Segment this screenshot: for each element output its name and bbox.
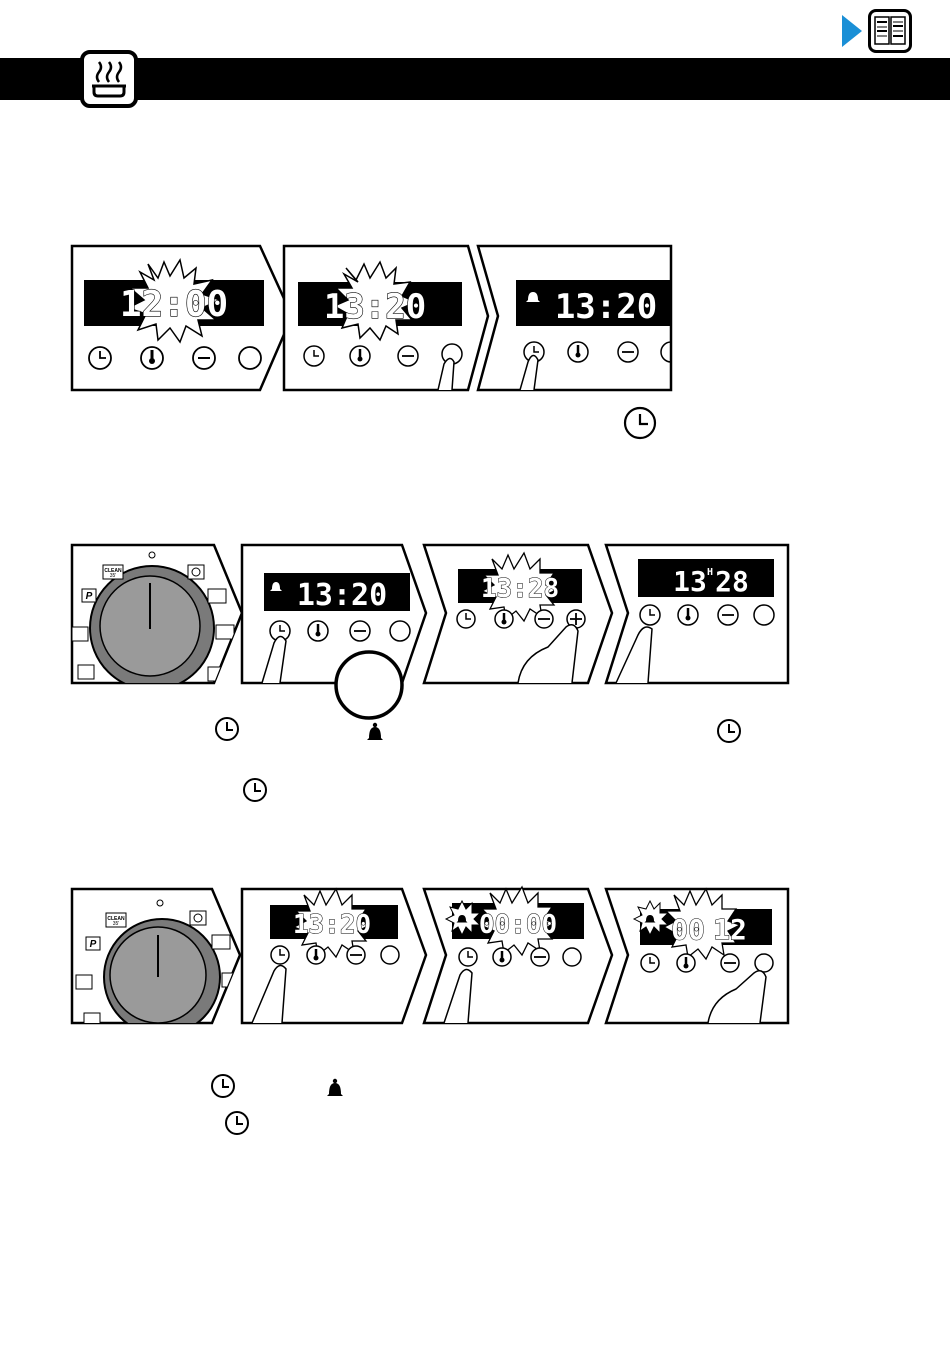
row3-panel-3: 00:00 [422,887,614,1025]
clock-icon [622,405,658,446]
plus-button[interactable] [239,347,261,369]
clock-icon [224,1110,250,1141]
row2-panel-4: 13 H 28 [604,543,790,685]
row3-dial-panel: CLEAN 35' P [70,887,250,1025]
bell-icon [366,722,384,747]
row2-panel-3: 13:28 [422,543,614,685]
row1-panel-3: 13:20 [476,244,676,392]
clean-time-label: 35' [113,921,120,927]
plus-button[interactable] [754,605,774,625]
clock-icon [214,716,240,747]
fan-icon [188,565,204,579]
top-bottom-heat-icon [212,935,230,949]
program-label: P [90,939,97,950]
oven-steam-icon [80,50,138,108]
row1-panel-1: 12:00 [70,244,295,392]
plus-button[interactable] [381,946,399,964]
lcd-seconds: 12 [713,913,747,946]
plus-button[interactable] [755,954,773,972]
lcd-hours: 13 [673,565,707,598]
bottom-heat-icon [216,625,234,639]
plus-button[interactable] [390,621,410,641]
manual-book-icon[interactable] [868,9,912,53]
lcd-display: 13:20 [324,287,426,327]
fan-grill-icon [72,627,88,641]
section-header-bar [0,58,950,100]
clean-time-label: 35' [110,573,117,579]
row2-dial-panel: CLEAN 35' P [70,543,250,685]
plus-button[interactable] [563,948,581,966]
defrost-icon [84,1013,100,1027]
bell-icon [326,1078,344,1103]
lcd-display: 13:20 [555,287,657,327]
row1-panel-2: 13:20 [282,244,492,392]
lcd-h-label: H [707,567,713,578]
top-bottom-heat-icon [208,589,226,603]
clock-icon [716,718,742,749]
program-label: P [86,591,93,602]
clock-icon [242,777,268,808]
lcd-display: 13:20 [297,578,387,613]
next-page-arrow-icon[interactable] [842,15,862,47]
lcd-minutes: 00 [671,913,705,946]
lcd-minutes: 28 [715,565,749,598]
fan-grill-icon [76,975,92,989]
magnifier-circle [332,648,406,727]
lcd-display: 12:00 [120,284,228,325]
lcd-display: 13:28 [481,574,559,604]
row3-panel-4: 00 : 12 [604,887,790,1025]
lcd-display: 13:20 [293,910,371,940]
fan-icon [190,911,206,925]
lcd-display: 00:00 [479,910,557,940]
eco-icon [208,667,226,681]
row3-panel-2: 13:20 [240,887,430,1025]
clock-icon [210,1073,236,1104]
defrost-icon [78,665,94,679]
